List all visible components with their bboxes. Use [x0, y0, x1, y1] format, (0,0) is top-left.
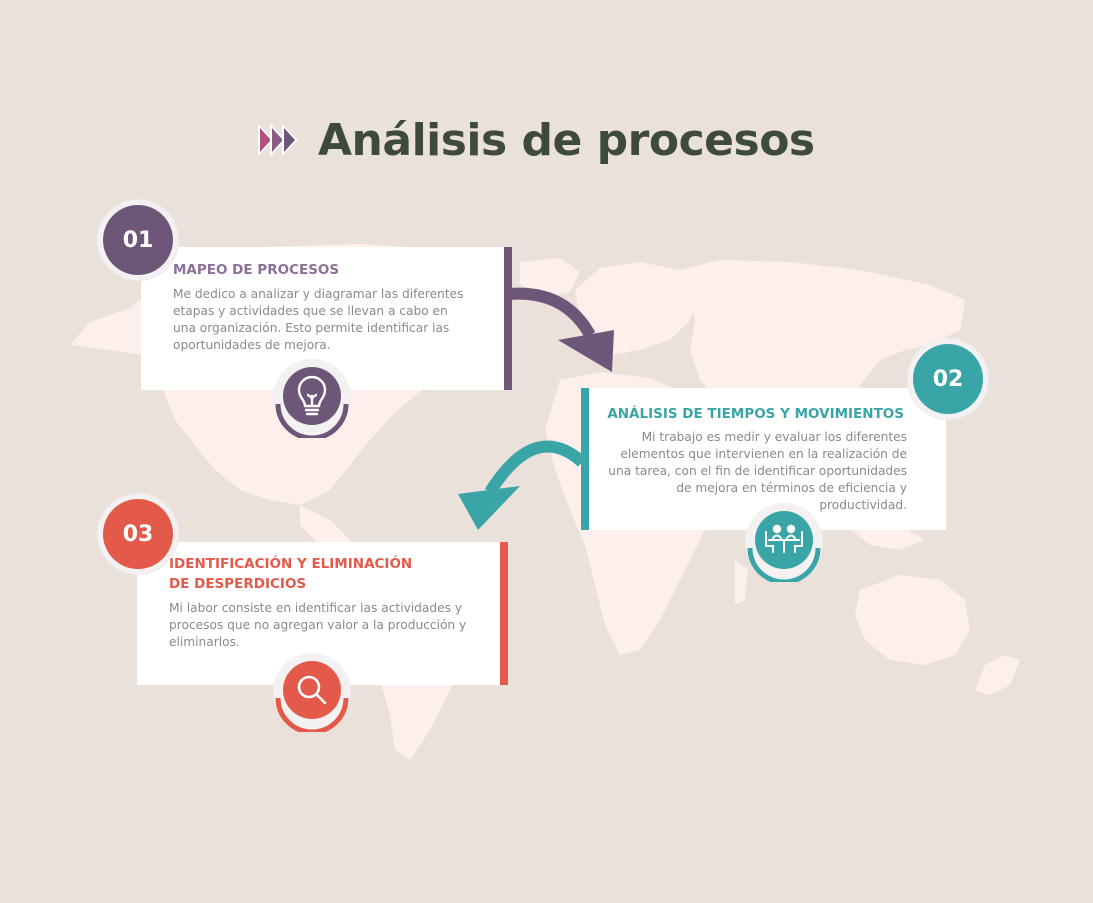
page-title: Análisis de procesos	[318, 114, 815, 166]
title-row: Análisis de procesos	[256, 112, 815, 168]
step-description: Mi labor consiste en identificar las act…	[169, 601, 467, 649]
card-accent-bar	[504, 247, 512, 390]
step-number-badge-1: 01	[97, 199, 179, 281]
step-number-badge-2: 02	[907, 338, 989, 420]
step-icon-2	[744, 502, 824, 582]
step-heading: ANÁLISIS DE TIEMPOS Y MOVIMIENTOS	[607, 406, 904, 422]
meeting-icon	[765, 524, 803, 553]
step-icon-3	[272, 652, 352, 732]
step-heading-line-1: IDENTIFICACIÓN Y ELIMINACIÓN	[169, 556, 413, 572]
triple-chevron-icon	[258, 124, 298, 156]
step-description: Mi trabajo es medir y evaluar los difere…	[608, 430, 907, 512]
magnifier-icon	[297, 675, 327, 705]
lightbulb-icon	[297, 375, 327, 416]
step-number-badge-3: 03	[97, 493, 179, 575]
step-card-2: ANÁLISIS DE TIEMPOS Y MOVIMIENTOS Mi tra…	[581, 388, 946, 530]
arrow-step1-to-step2	[509, 287, 614, 372]
step-heading-line-2: DE DESPERDICIOS	[169, 576, 307, 592]
card-accent-bar	[500, 542, 508, 685]
card-accent-bar	[581, 388, 589, 530]
step-heading: MAPEO DE PROCESOS	[173, 262, 340, 278]
arrow-step2-to-step3	[458, 440, 586, 530]
step-icon-1	[272, 358, 352, 438]
step-description: Me dedico a analizar y diagramar las dif…	[173, 287, 464, 352]
